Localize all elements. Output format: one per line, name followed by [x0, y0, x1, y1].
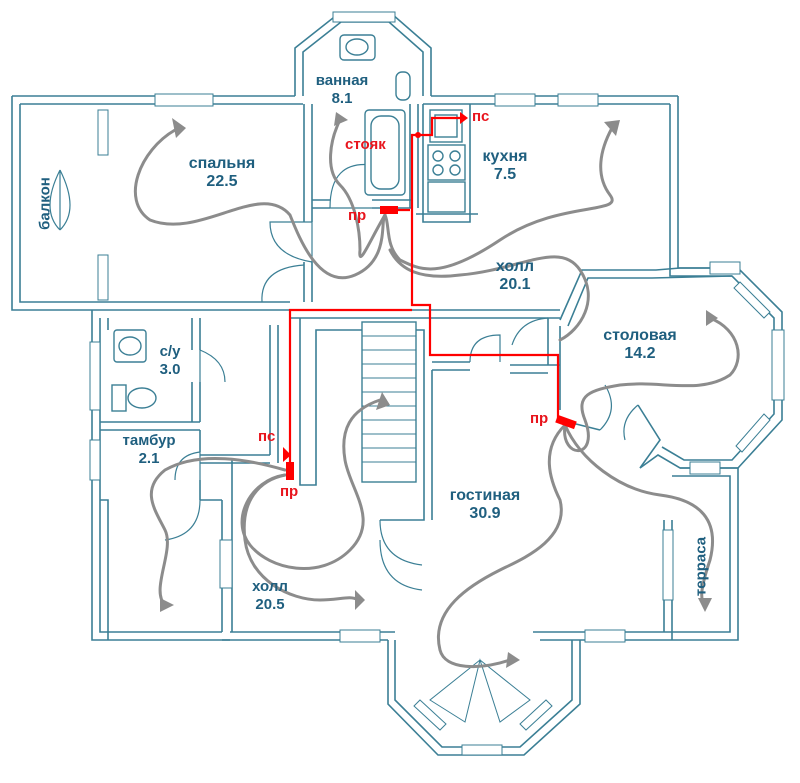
room-area: 20.1: [499, 276, 531, 293]
room-area: 2.1: [138, 450, 160, 467]
supply-label-hall: пс: [258, 428, 276, 445]
room-label-kitchen: кухня 7.5: [465, 148, 545, 184]
airflow-terrace: [563, 423, 715, 607]
inlet-vent-bathroom: [380, 206, 398, 214]
room-area: 8.1: [331, 90, 353, 107]
room-name: холл: [252, 578, 288, 595]
room-name: с/у: [159, 343, 181, 360]
room-name: тамбур: [122, 432, 176, 449]
room-label-bathroom: ванная 8.1: [312, 72, 372, 108]
room-area: 22.5: [206, 173, 238, 190]
room-label-living: гостиная 30.9: [435, 487, 535, 523]
room-label-terrace: терраса: [692, 536, 710, 597]
bay-window-detail: [429, 658, 531, 723]
room-label-balcony: балкон: [36, 177, 54, 230]
room-area: 7.5: [493, 166, 517, 183]
interior-walls: [100, 104, 661, 640]
airflow-hall: [388, 248, 590, 342]
room-name: гостиная: [449, 487, 521, 504]
ventilation-ducts: [283, 112, 577, 480]
duct-branch-left: [288, 308, 412, 465]
duct-main: [410, 116, 560, 420]
room-label-bedroom: спальня 22.5: [172, 155, 272, 191]
doors: [49, 163, 639, 591]
airflow-arrows: [133, 112, 740, 669]
room-label-hall-lower: холл 20.5: [235, 578, 305, 614]
airflow-kitchen: [383, 126, 614, 271]
room-area: 3.0: [159, 361, 181, 378]
supply-arrow-hall: [283, 447, 291, 462]
supply-label-kitchen: пс: [472, 108, 490, 125]
inlet-label-bathroom: пр: [348, 207, 367, 224]
inlet-label-hall: пр: [280, 483, 299, 500]
airflow-hall-lower: [240, 398, 382, 570]
windows: [89, 11, 785, 756]
room-area: 14.2: [624, 345, 656, 362]
supply-arrow-kitchen: [460, 112, 468, 124]
riser-label: стояк: [345, 136, 386, 153]
room-area: 20.5: [255, 596, 285, 613]
room-label-vestibule: тамбур 2.1: [110, 432, 188, 468]
room-name: ванная: [315, 72, 369, 89]
airflow-bedroom: [133, 128, 387, 280]
airflow-hall-lower-2: [242, 473, 360, 602]
fixtures: [111, 34, 466, 483]
inlet-vent-hall: [286, 462, 294, 480]
room-name: холл: [495, 258, 535, 275]
room-name: кухня: [482, 148, 528, 165]
room-name: спальня: [188, 155, 256, 172]
room-area: 30.9: [469, 505, 501, 522]
room-label-wc: с/у 3.0: [150, 343, 190, 379]
airflow-vestibule: [149, 456, 287, 607]
inlet-vent-dining: [555, 414, 577, 430]
airflow-bathroom: [329, 118, 387, 258]
room-name: столовая: [603, 327, 677, 344]
airflow-living: [437, 423, 567, 669]
room-label-hall-upper: холл 20.1: [480, 258, 550, 294]
inlet-label-dining: пр: [530, 410, 549, 427]
room-label-dining: столовая 14.2: [590, 327, 690, 363]
airflow-dining: [563, 316, 740, 453]
riser-dot: [415, 132, 421, 138]
